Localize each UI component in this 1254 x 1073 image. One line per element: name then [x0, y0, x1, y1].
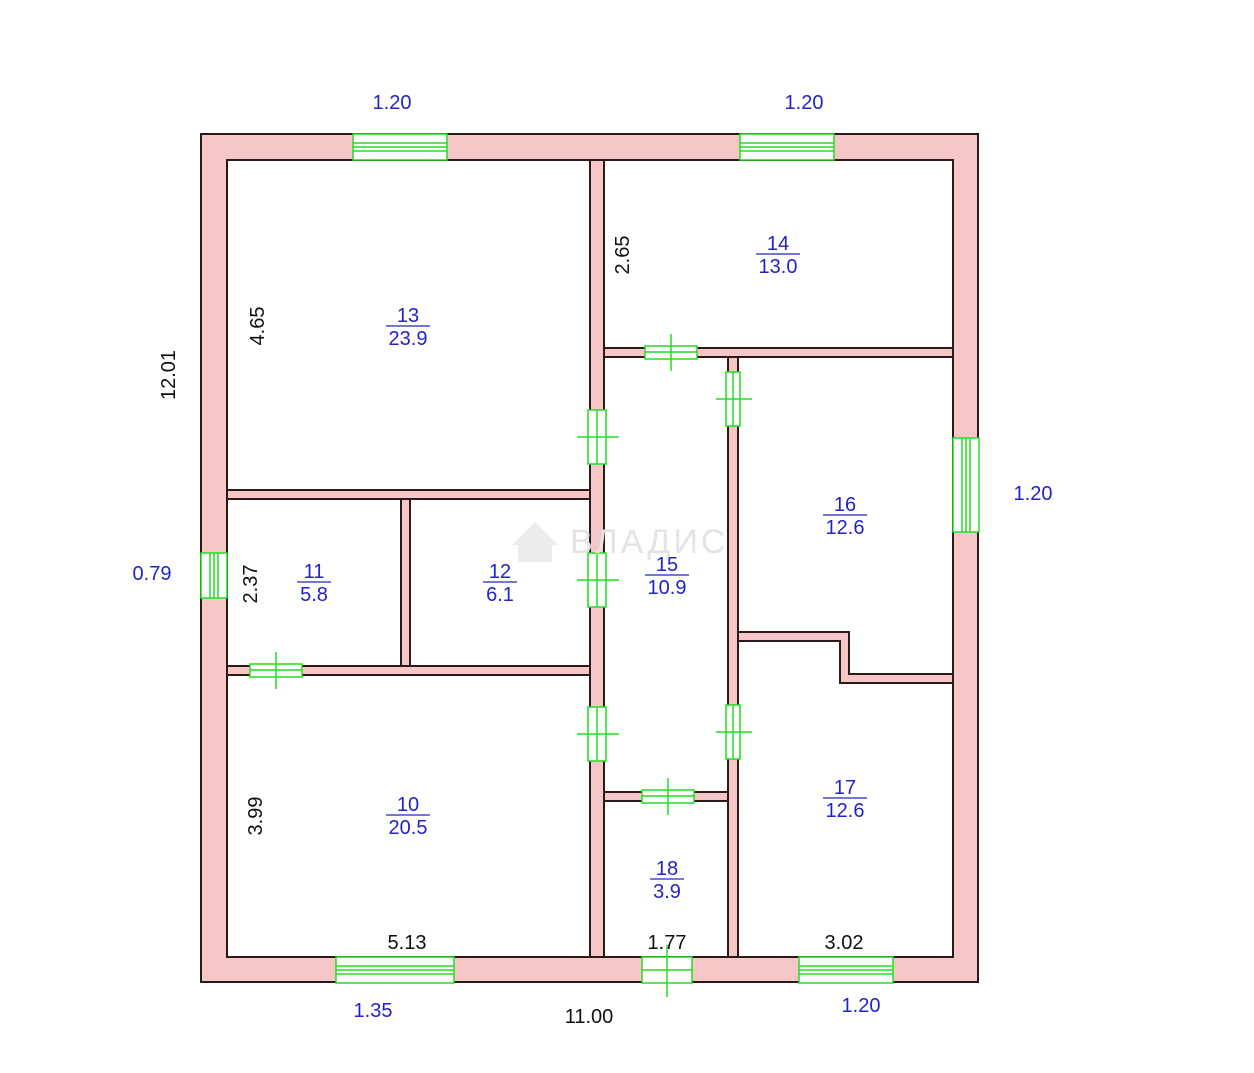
- dim-total-height: 12.01: [158, 350, 180, 400]
- house-icon: [512, 522, 558, 562]
- svg-text:20.5: 20.5: [389, 817, 428, 839]
- windows: [200, 133, 980, 984]
- wall-13-bottom: [226, 489, 591, 500]
- window-size-bottom-right: 1.20: [842, 995, 881, 1017]
- window-size-left: 0.79: [133, 563, 172, 585]
- dim-room10-width: 5.13: [388, 932, 427, 954]
- door-13-15: [577, 409, 619, 465]
- dim-room11-height: 2.37: [240, 565, 262, 604]
- svg-text:5.8: 5.8: [300, 584, 328, 606]
- svg-text:10.9: 10.9: [648, 577, 687, 599]
- svg-text:10: 10: [397, 794, 419, 816]
- svg-text:12.6: 12.6: [826, 517, 865, 539]
- wall-14-bottom: [603, 347, 954, 358]
- wall-16-17: [737, 631, 954, 684]
- window-size-top-left: 1.20: [373, 92, 412, 114]
- room-label-16: 16 12.6: [823, 494, 867, 539]
- dim-room18-width: 1.77: [648, 932, 687, 954]
- svg-text:13.0: 13.0: [759, 256, 798, 278]
- svg-text:6.1: 6.1: [486, 584, 514, 606]
- wall-right-corridor: [727, 347, 739, 958]
- svg-text:12.6: 12.6: [826, 800, 865, 822]
- dim-room13-height: 4.65: [247, 307, 269, 346]
- svg-text:15: 15: [656, 554, 678, 576]
- svg-text:17: 17: [834, 777, 856, 799]
- room-label-18: 18 3.9: [650, 858, 684, 903]
- watermark-text: ВЛАДИС: [570, 523, 728, 561]
- room-label-10: 10 20.5: [386, 794, 430, 839]
- window-size-bottom-left: 1.35: [354, 1000, 393, 1022]
- room-label-15: 15 10.9: [645, 554, 689, 599]
- room-label-17: 17 12.6: [823, 777, 867, 822]
- window-top-left: [352, 133, 448, 161]
- svg-text:18: 18: [656, 858, 678, 880]
- room-label-11: 11 5.8: [297, 561, 331, 606]
- window-size-labels: 1.20 1.20 1.20 0.79 1.35 1.20: [133, 92, 1053, 1022]
- door-15-16: [716, 371, 752, 427]
- door-10-11: [249, 652, 303, 689]
- door-entrance: [641, 945, 693, 997]
- door-12-15: [577, 552, 619, 608]
- wall-10-top: [226, 665, 591, 676]
- window-bottom-right: [798, 956, 894, 984]
- svg-text:3.9: 3.9: [653, 881, 681, 903]
- window-top-right: [739, 133, 835, 161]
- dim-total-width: 11.00: [565, 1006, 614, 1028]
- dim-room14-height: 2.65: [612, 236, 634, 275]
- door-14-15: [644, 334, 698, 371]
- dim-room10-height: 3.99: [245, 797, 267, 836]
- door-15-18: [641, 778, 695, 815]
- door-15-17: [716, 704, 752, 760]
- room-label-14: 14 13.0: [756, 233, 800, 278]
- door-10-15: [577, 706, 619, 762]
- room-labels: 13 23.9 14 13.0 16 12.6 11 5.8 12 6.1 15…: [297, 233, 867, 903]
- wall-11-12: [400, 498, 411, 667]
- svg-text:23.9: 23.9: [389, 328, 428, 350]
- svg-text:12: 12: [489, 561, 511, 583]
- svg-text:11: 11: [304, 561, 325, 583]
- window-right: [952, 437, 980, 533]
- room-label-12: 12 6.1: [483, 561, 517, 606]
- svg-text:16: 16: [834, 494, 856, 516]
- window-size-top-right: 1.20: [785, 92, 824, 114]
- svg-text:14: 14: [767, 233, 789, 255]
- dim-room17-width: 3.02: [825, 932, 864, 954]
- window-bottom-left: [335, 956, 455, 984]
- window-left: [200, 552, 228, 599]
- room-label-13: 13 23.9: [386, 305, 430, 350]
- svg-text:13: 13: [397, 305, 419, 327]
- window-size-right: 1.20: [1014, 483, 1053, 505]
- doors: [249, 334, 752, 997]
- outer-wall: [200, 133, 979, 983]
- dimension-labels: 11.00 5.13 1.77 3.02 12.01 4.65 2.65 2.3…: [158, 236, 863, 1028]
- watermark: ВЛАДИС: [512, 522, 728, 562]
